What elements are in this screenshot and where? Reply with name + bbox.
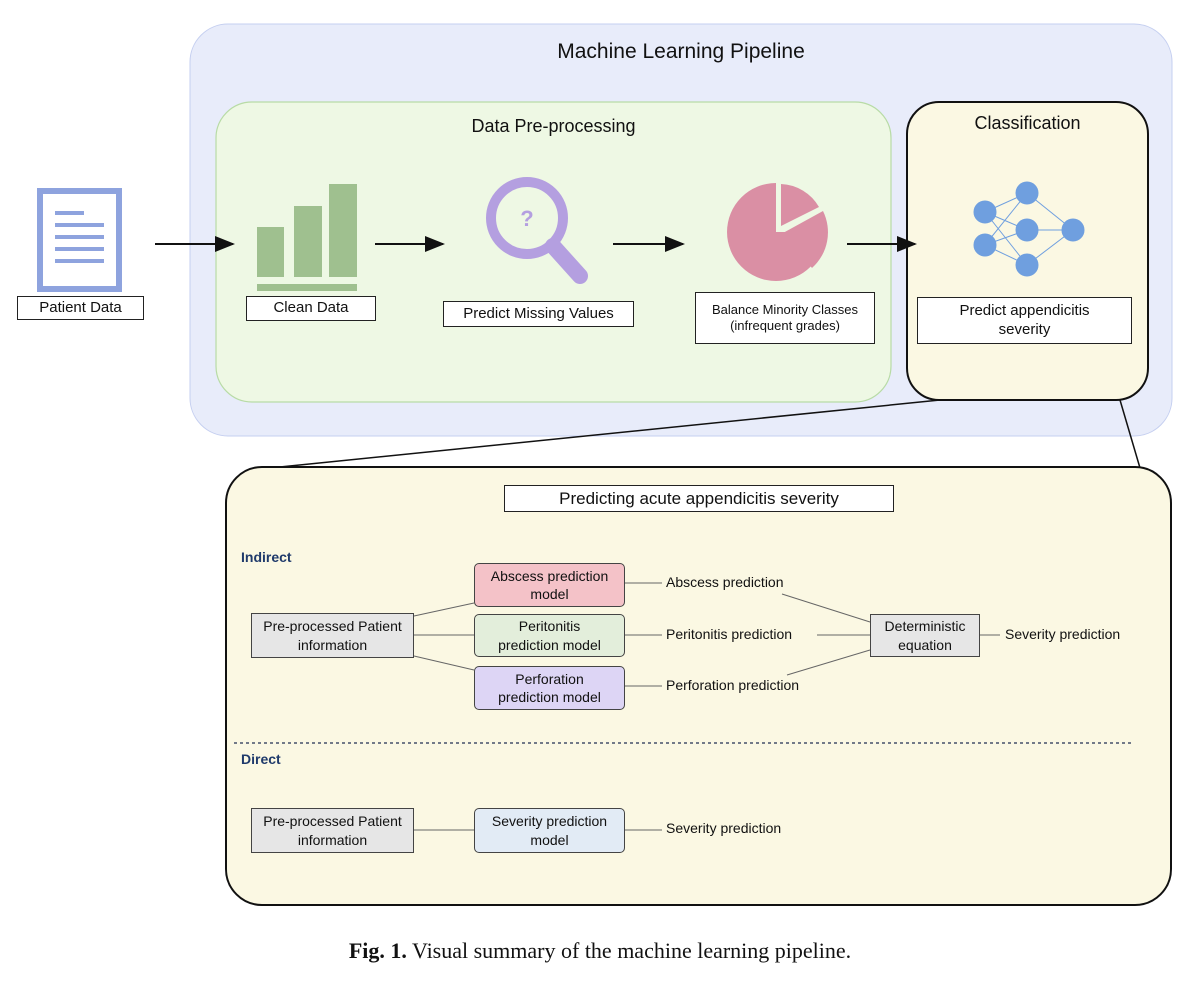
perforation-model-line2: prediction model xyxy=(498,689,601,705)
balance-minority-classes-label: Balance Minority Classes (infrequent gra… xyxy=(695,292,875,344)
classification-panel xyxy=(906,101,1149,401)
balance-label-line1: Balance Minority Classes xyxy=(712,301,858,317)
detail-panel xyxy=(225,466,1172,906)
severity-model-box: Severity prediction model xyxy=(474,808,625,853)
indirect-input-box: Pre-processed Patient information xyxy=(251,613,414,658)
zoom-line-right xyxy=(1119,399,1141,469)
abscess-model-line2: model xyxy=(530,586,569,602)
indirect-input-line2: information xyxy=(297,636,368,653)
indirect-severity-prediction: Severity prediction xyxy=(1005,626,1121,642)
bar-chart-icon xyxy=(257,184,357,291)
direct-input-line1: Pre-processed Patient xyxy=(263,813,402,830)
peritonitis-prediction-output: Peritonitis prediction xyxy=(666,626,793,642)
patient-data-label: Patient Data xyxy=(17,296,144,320)
classification-title: Classification xyxy=(974,113,1081,133)
perforation-prediction-output: Perforation prediction xyxy=(666,677,800,693)
document-icon xyxy=(37,188,122,292)
pipeline-title: Machine Learning Pipeline xyxy=(557,40,805,63)
figure-caption: Fig. 1. Visual summary of the machine le… xyxy=(0,938,1200,964)
svg-text:?: ? xyxy=(520,206,533,231)
indirect-label: Indirect xyxy=(241,549,292,565)
severity-model-line2: model xyxy=(530,831,569,848)
perforation-model-line1: Perforation xyxy=(515,670,584,687)
abscess-model-box: Abscess prediction model xyxy=(474,563,625,607)
abscess-prediction-output: Abscess prediction xyxy=(666,574,784,590)
pie-chart-icon xyxy=(727,183,828,281)
caption-prefix: Fig. 1. xyxy=(348,938,407,963)
perforation-model-box: Perforation prediction model xyxy=(474,666,625,710)
direct-input-box: Pre-processed Patient information xyxy=(251,808,414,853)
indirect-input-line1: Pre-processed Patient xyxy=(263,618,402,635)
peritonitis-model-box: Peritonitis prediction model xyxy=(474,614,625,657)
clean-data-label: Clean Data xyxy=(246,296,376,321)
magnifier-question-icon: ? xyxy=(486,177,588,284)
neural-network-icon xyxy=(973,181,1085,277)
deterministic-equation-box: Deterministic equation xyxy=(870,614,980,657)
abscess-model-line1: Abscess prediction xyxy=(490,567,609,584)
equation-line2: equation xyxy=(898,636,952,653)
predict-missing-values-label: Predict Missing Values xyxy=(443,301,634,327)
predict-severity-line1: Predict appendicitis xyxy=(959,301,1090,319)
direct-input-line2: information xyxy=(297,831,368,848)
severity-model-line1: Severity prediction xyxy=(491,813,608,830)
peritonitis-model-line1: Peritonitis xyxy=(518,618,581,635)
peritonitis-model-line2: prediction model xyxy=(498,636,601,653)
detail-title: Predicting acute appendicitis severity xyxy=(504,485,894,512)
equation-line1: Deterministic xyxy=(884,618,966,635)
indirect-connectors xyxy=(413,582,1000,687)
preprocessing-title: Data Pre-processing xyxy=(471,116,636,136)
predict-severity-line2: severity xyxy=(998,320,1051,338)
balance-label-line2: (infrequent grades) xyxy=(730,318,840,333)
zoom-line-left xyxy=(269,399,941,469)
predict-severity-label: Predict appendicitis severity xyxy=(917,297,1132,344)
caption-text: Visual summary of the machine learning p… xyxy=(412,938,852,963)
direct-severity-prediction: Severity prediction xyxy=(666,820,782,836)
direct-label: Direct xyxy=(241,751,281,767)
